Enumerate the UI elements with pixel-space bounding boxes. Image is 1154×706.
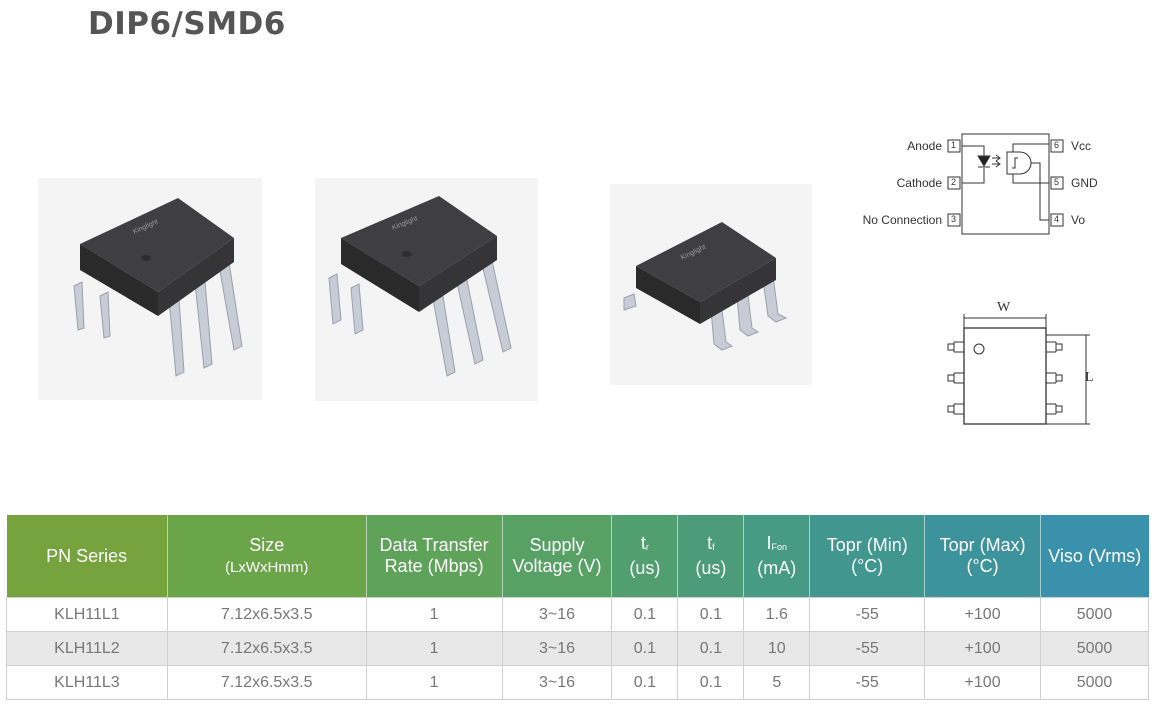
pin-schematic: Anode Cathode No Connection 1 2 3 6 5 4 … xyxy=(850,128,1150,238)
cell-ifon: 5 xyxy=(743,665,811,700)
cell-data-rate: 1 xyxy=(365,631,503,666)
header-topr-min-line2: (°C) xyxy=(851,556,884,576)
cell-supply-voltage: 3~16 xyxy=(501,597,613,632)
cell-topr-max: +100 xyxy=(924,665,1042,700)
cell-topr-min: -55 xyxy=(809,597,926,632)
header-viso-label: Viso (Vrms) xyxy=(1048,545,1142,566)
header-viso: Viso (Vrms) xyxy=(1040,515,1149,598)
cell-topr-max: +100 xyxy=(924,631,1042,666)
dimension-length-label: L xyxy=(1085,370,1094,385)
cell-supply-voltage: 3~16 xyxy=(501,631,613,666)
cell-topr-max: +100 xyxy=(924,597,1042,632)
cell-data-rate: 1 xyxy=(365,597,503,632)
header-tf: tf (us) xyxy=(677,515,745,598)
pin-number-6: 6 xyxy=(1054,140,1060,150)
cell-supply-voltage: 3~16 xyxy=(501,665,613,700)
header-ifon-sub: Fon xyxy=(771,542,788,552)
page-title: DIP6/SMD6 xyxy=(88,6,286,42)
pin-number-1: 1 xyxy=(951,140,957,150)
header-pn-series: PN Series xyxy=(6,515,168,598)
cell-tf: 0.1 xyxy=(677,631,745,666)
header-topr-max-line2: (°C) xyxy=(966,556,999,576)
header-topr-max: Topr (Max)(°C) xyxy=(924,515,1042,598)
cell-viso: 5000 xyxy=(1040,665,1149,700)
cell-pn: KLH11L2 xyxy=(6,631,168,666)
cell-size: 7.12x6.5x3.5 xyxy=(166,665,367,700)
cell-size: 7.12x6.5x3.5 xyxy=(166,597,367,632)
cell-tr: 0.1 xyxy=(611,631,679,666)
cell-tr: 0.1 xyxy=(611,597,679,632)
header-supply-line2: Voltage (V) xyxy=(512,556,602,576)
header-size: Size (LxWxHmm) xyxy=(167,515,367,598)
product-photo-smd6: Kinglight xyxy=(610,184,812,385)
cell-tf: 0.1 xyxy=(677,665,745,700)
cell-topr-min: -55 xyxy=(809,631,926,666)
cell-data-rate: 1 xyxy=(365,665,503,700)
header-topr-min: Topr (Min)(°C) xyxy=(809,515,926,598)
pin-label-cathode: Cathode xyxy=(896,176,942,190)
cell-ifon: 10 xyxy=(743,631,811,666)
pin-label-no-connection: No Connection xyxy=(862,213,942,227)
cell-topr-min: -55 xyxy=(809,665,926,700)
pin-label-vo: Vo xyxy=(1071,213,1086,227)
cell-tr: 0.1 xyxy=(611,665,679,700)
header-rate-line2: Rate (Mbps) xyxy=(384,556,484,576)
header-size-label: Size xyxy=(249,534,285,555)
cell-tf: 0.1 xyxy=(677,597,745,632)
pin-number-2: 2 xyxy=(951,177,957,187)
header-tr-sub: r xyxy=(645,542,649,552)
header-topr-min-line1: Topr (Min) xyxy=(826,535,908,555)
header-size-sub: (LxWxHmm) xyxy=(225,558,309,576)
header-tf-sub: f xyxy=(712,542,715,552)
header-ifon-main: I xyxy=(766,533,772,553)
cell-viso: 5000 xyxy=(1040,597,1149,632)
header-tr-main: t xyxy=(640,533,646,553)
dimension-outline: W L xyxy=(940,298,1100,432)
cell-pn: KLH11L3 xyxy=(6,665,168,700)
dimension-width-label: W xyxy=(997,300,1011,315)
cell-pn: KLH11L1 xyxy=(6,597,168,632)
header-ifon-unit: (mA) xyxy=(757,558,797,578)
header-tf-main: t xyxy=(707,533,713,553)
header-rate-line1: Data Transfer xyxy=(379,535,489,555)
pin-label-vcc: Vcc xyxy=(1071,139,1092,153)
header-ifon: IFon (mA) xyxy=(743,515,811,598)
cell-size: 7.12x6.5x3.5 xyxy=(166,631,367,666)
pin-number-4: 4 xyxy=(1054,214,1060,224)
header-supply-line1: Supply xyxy=(529,535,585,555)
header-tf-unit: (us) xyxy=(695,558,727,578)
product-photo-dip6-a: Kinglight xyxy=(38,178,262,400)
header-pn-label: PN Series xyxy=(46,545,128,566)
product-photo-dip6-b: Kinglight xyxy=(315,178,538,401)
cell-viso: 5000 xyxy=(1040,631,1149,666)
cell-ifon: 1.6 xyxy=(743,597,811,632)
header-topr-max-line1: Topr (Max) xyxy=(939,535,1026,555)
header-tr: tr (us) xyxy=(611,515,679,598)
pin-label-gnd: GND xyxy=(1071,176,1098,190)
pin-number-3: 3 xyxy=(951,214,957,224)
header-tr-unit: (us) xyxy=(629,558,661,578)
pin-number-5: 5 xyxy=(1054,177,1060,187)
pin-label-anode: Anode xyxy=(907,139,942,153)
